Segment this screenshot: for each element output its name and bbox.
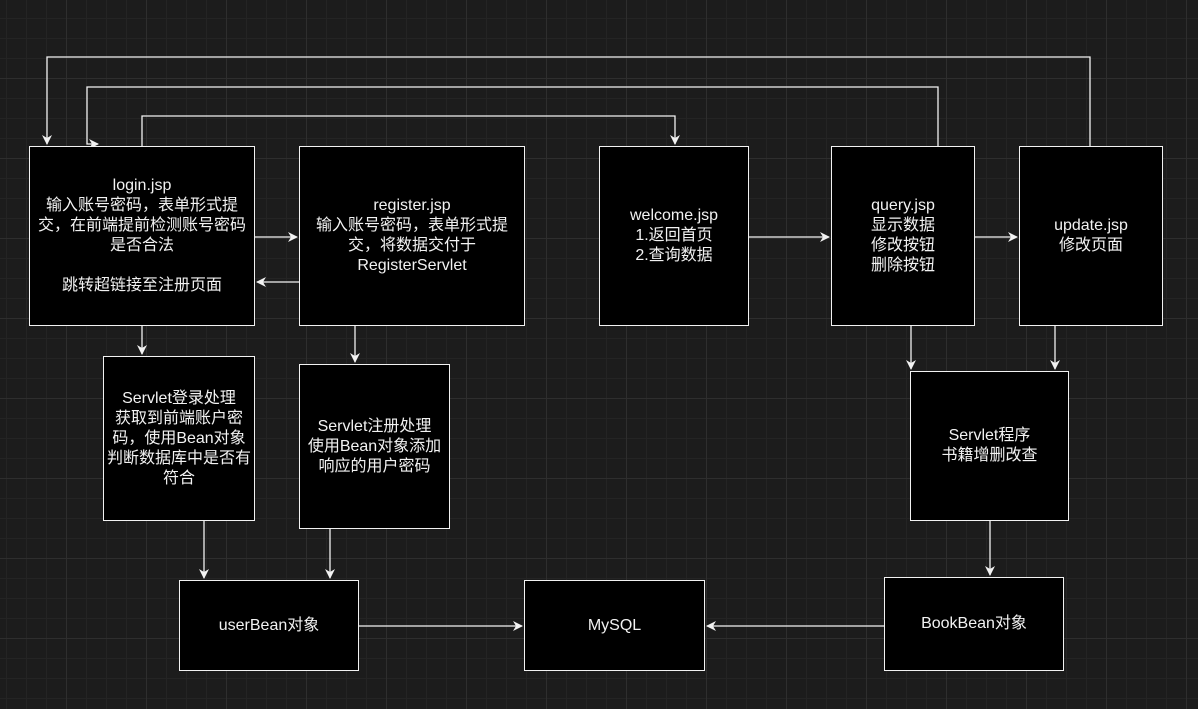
query-jsp-label: query.jsp 显示数据 修改按钮 删除按钮 [870,197,935,274]
user-bean-label: userBean对象 [218,616,320,634]
edge-login-to-welcome [141,115,680,146]
book-bean-node: BookBean对象 [884,577,1064,671]
welcome-jsp-label: welcome.jsp 1.返回首页 2.查询数据 [629,207,719,264]
register-jsp-label: register.jsp 输入账号密码，表单形式提交，将数据交付于Registe… [315,197,508,274]
welcome-jsp-node: welcome.jsp 1.返回首页 2.查询数据 [599,146,749,326]
servlet-book-label: Servlet程序 书籍增删改查 [941,427,1038,464]
edge-update-to-login [42,56,1091,146]
servlet-login-label: Servlet登录处理 获取到前端账户密码，使用Bean对象判断数据库中是否有符… [107,389,252,487]
edge-query-to-login [86,86,939,149]
register-jsp-node: register.jsp 输入账号密码，表单形式提交，将数据交付于Registe… [299,146,525,326]
user-bean-node: userBean对象 [179,580,359,671]
mysql-label: MySQL [587,616,642,634]
update-jsp-label: update.jsp 修改页面 [1054,217,1128,254]
servlet-login-node: Servlet登录处理 获取到前端账户密码，使用Bean对象判断数据库中是否有符… [103,356,255,521]
servlet-register-node: Servlet注册处理 使用Bean对象添加响应的用户密码 [299,364,450,529]
servlet-register-label: Servlet注册处理 使用Bean对象添加响应的用户密码 [307,417,442,475]
mysql-node: MySQL [524,580,705,671]
servlet-book-node: Servlet程序 书籍增删改查 [910,371,1069,521]
login-jsp-node: login.jsp 输入账号密码，表单形式提交，在前端提前检测账号密码是否合法 … [29,146,255,326]
query-jsp-node: query.jsp 显示数据 修改按钮 删除按钮 [831,146,975,326]
login-jsp-label: login.jsp 输入账号密码，表单形式提交，在前端提前检测账号密码是否合法 … [37,177,246,294]
book-bean-label: BookBean对象 [921,615,1027,632]
update-jsp-node: update.jsp 修改页面 [1019,146,1163,326]
